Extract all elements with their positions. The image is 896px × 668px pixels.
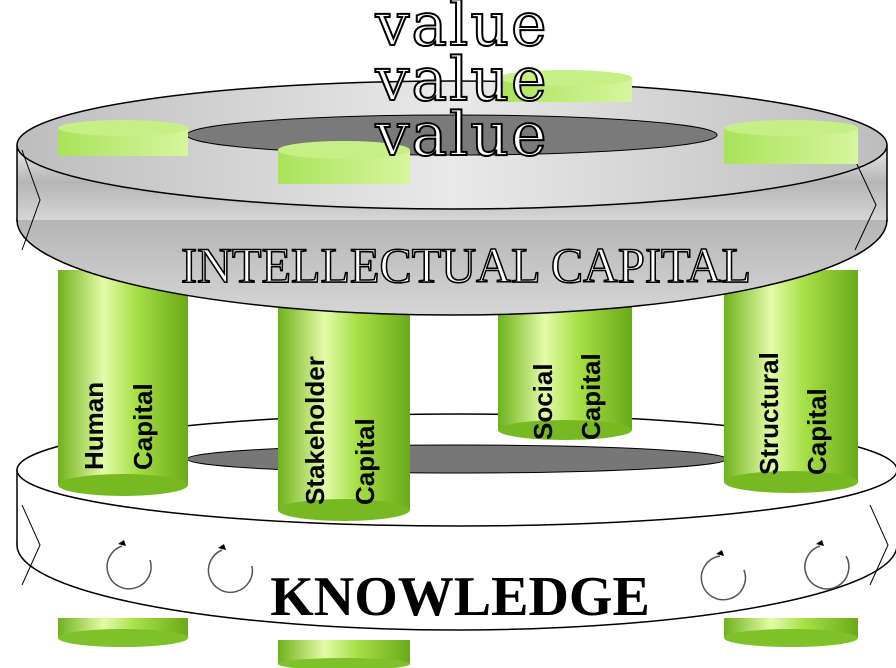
intellectual-capital-ring: INTELLECTUAL CAPITAL — [16, 80, 888, 316]
pillar-caps — [58, 70, 858, 184]
pillar-label-line2: Capital — [350, 418, 380, 505]
value-word-1: value — [374, 0, 548, 60]
ring-arrow-right — [869, 504, 889, 586]
pillar-label-line1: Structural — [754, 352, 784, 475]
value-stack: value value value — [373, 0, 548, 171]
ring-arrow-right — [854, 159, 877, 251]
pillar-label-line2: Capital — [802, 388, 832, 475]
pillars: Human Capital Stakeholder Capital Social… — [58, 270, 858, 521]
cycle-arrow-icon — [207, 549, 254, 594]
pillar-label-line2: Capital — [128, 383, 158, 470]
knowledge-ring: KNOWLEDGE — [16, 413, 896, 631]
knowledge-label: KNOWLEDGE — [270, 566, 650, 628]
intellectual-capital-label: INTELLECTUAL CAPITAL — [181, 237, 751, 293]
knowledge-ring-hole — [186, 444, 728, 474]
pillar-label-line1: Stakeholder — [300, 356, 330, 505]
pillar-structural-capital: Structural Capital — [724, 270, 858, 493]
pillar-feet — [58, 618, 858, 668]
pillar-label-line1: Human — [79, 382, 109, 470]
cycle-arrow-icon — [700, 555, 747, 601]
value-word-2: value — [374, 45, 548, 115]
ring-arrow-left — [21, 504, 41, 586]
ring-arrow-left — [21, 149, 41, 251]
cycle-arrow-icon — [804, 545, 850, 590]
pillar-human-capital: Human Capital — [58, 270, 188, 496]
pillar-label-line2: Capital — [576, 353, 606, 440]
value-word-3: value — [374, 100, 548, 170]
pillar-label-line1: Social — [528, 363, 558, 440]
cycle-arrow-icon — [106, 545, 152, 590]
